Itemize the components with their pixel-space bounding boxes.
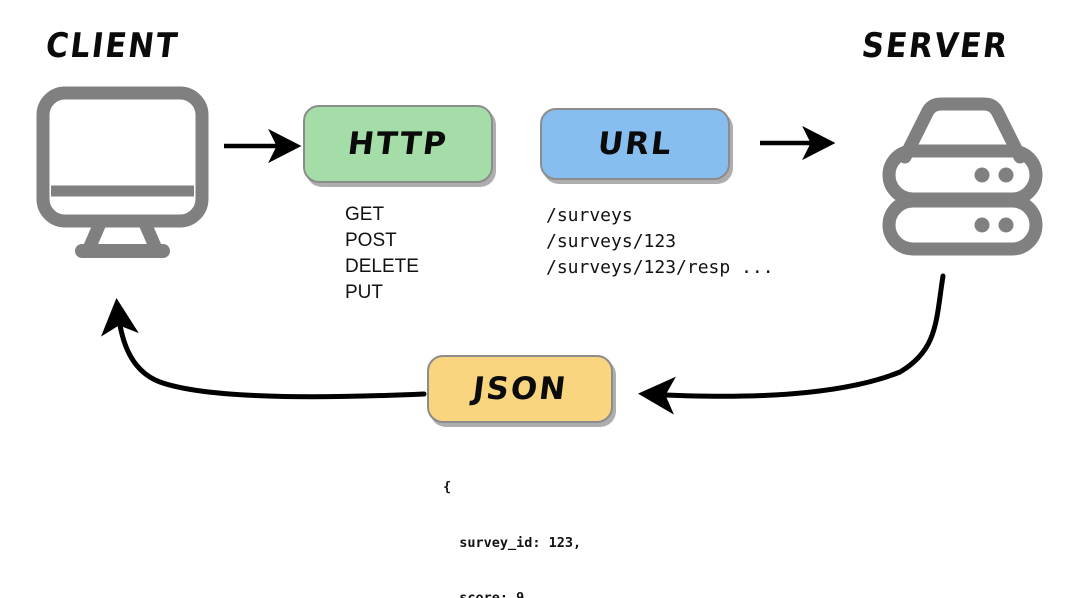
node-url[interactable]: URL: [540, 108, 730, 180]
url-path-survey-id: /surveys/123: [546, 231, 677, 252]
json-payload: { survey_id: 123, score: 9, message: "am…: [443, 441, 638, 598]
http-method-delete: DELETE: [345, 256, 419, 277]
server-rack-icon: [875, 85, 1050, 260]
monitor-icon: [35, 85, 210, 260]
node-http-label: HTTP: [345, 126, 451, 162]
arrow-server-to-json: [638, 273, 946, 415]
json-payload-line-survey-id: survey_id: 123,: [443, 534, 582, 551]
http-methods-list: GET POST DELETE PUT: [345, 202, 419, 306]
node-json[interactable]: JSON: [427, 355, 613, 423]
arrow-json-to-client: [100, 298, 427, 400]
url-path-surveys: /surveys: [546, 205, 633, 226]
http-method-put: PUT: [345, 282, 383, 303]
http-method-post: POST: [345, 230, 397, 251]
node-url-label: URL: [595, 126, 675, 162]
node-json-label: JSON: [470, 371, 570, 407]
node-http[interactable]: HTTP: [303, 105, 493, 183]
json-payload-line-score: score: 9,: [443, 590, 533, 598]
url-path-survey-responses: /surveys/123/resp ...: [546, 257, 774, 278]
json-payload-line-open: {: [443, 479, 452, 495]
http-method-get: GET: [345, 204, 385, 225]
url-paths-list: /surveys /surveys/123 /surveys/123/resp …: [546, 203, 774, 281]
